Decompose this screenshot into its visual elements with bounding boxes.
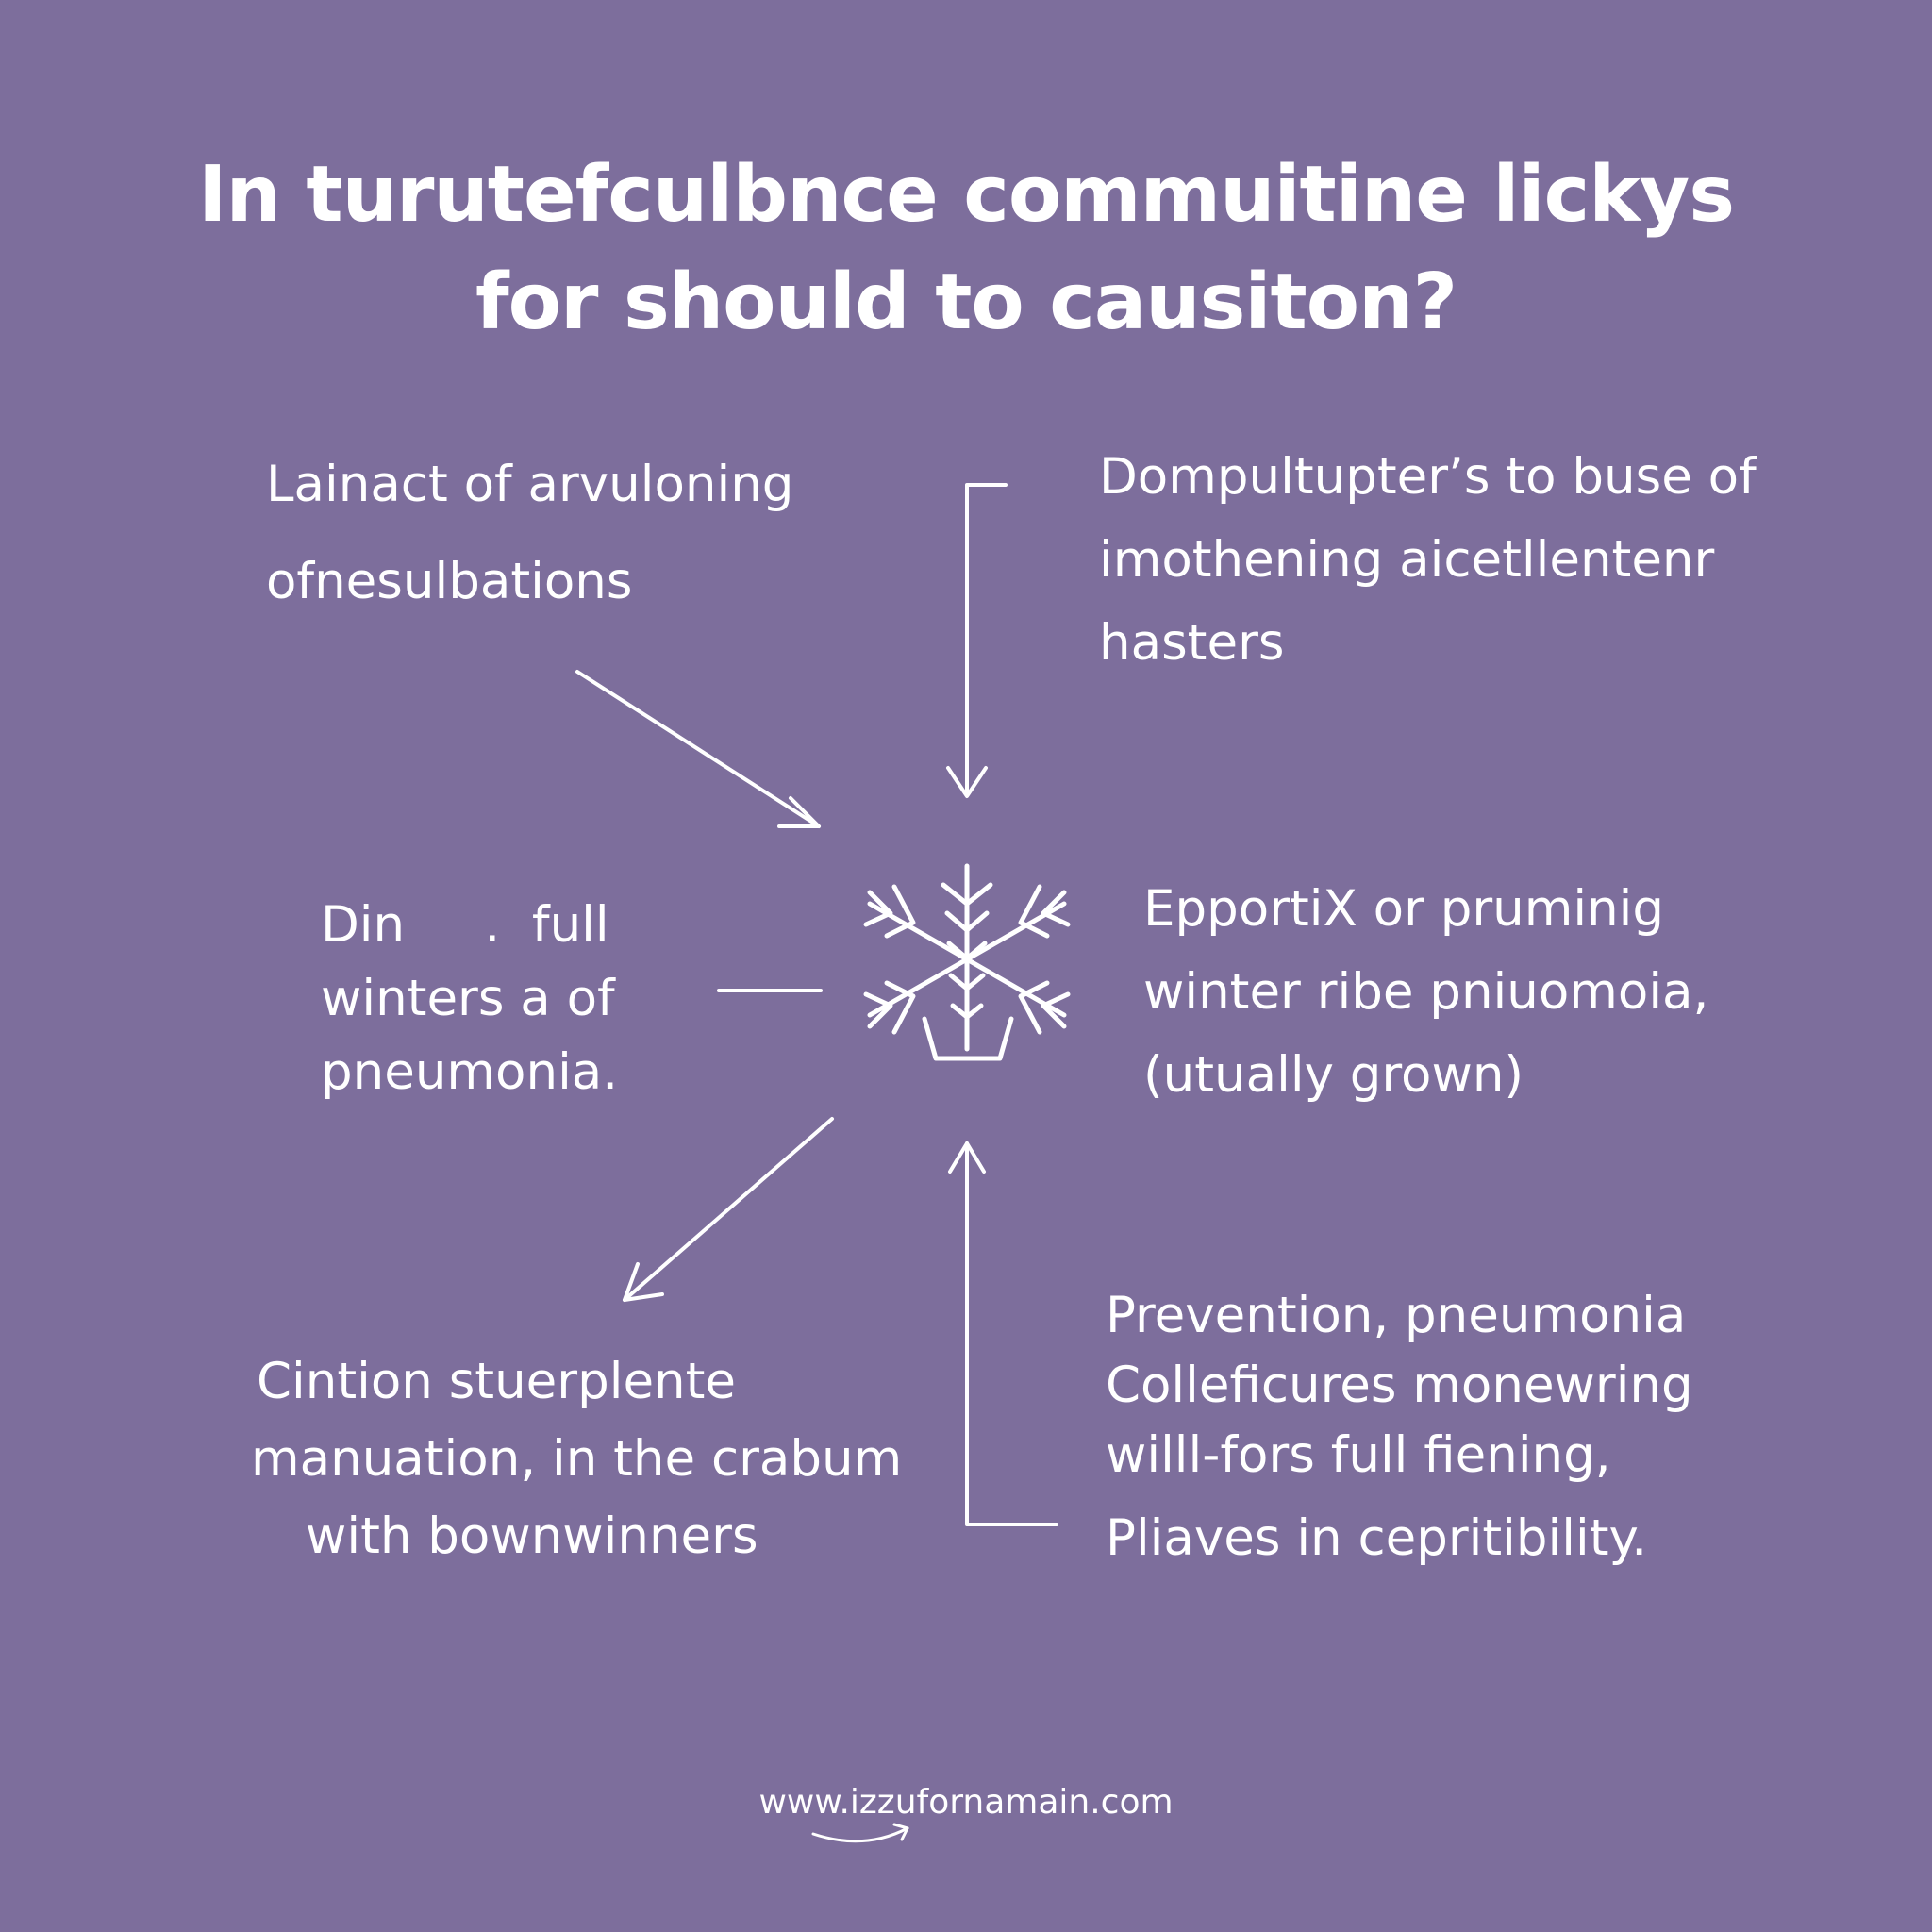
arrow-top-center — [946, 483, 1008, 798]
node-text-line: with bownwinners — [306, 1507, 758, 1565]
footer-swoosh-arrowhead — [892, 1823, 909, 1841]
node-text-line: Cintion stuerplente — [257, 1353, 737, 1410]
node-text-line: hasters — [1099, 614, 1285, 672]
node-top-left: Lainact of arvuloning ofnesulbations — [266, 436, 793, 630]
title-line-2: for should to causiton? — [475, 258, 1457, 347]
node-text-line: imothening aicetllentenr — [1099, 531, 1715, 589]
node-text-line: Colleficures monewring — [1106, 1357, 1693, 1414]
node-text-line: Din . full — [321, 896, 609, 954]
node-middle-right: EpportiX or pruminig winter ribe pniuomo… — [1143, 868, 1708, 1117]
node-top-right: Dompultupter’s to buse of imothening aic… — [1099, 436, 1757, 685]
arrow-top-left — [575, 670, 821, 828]
node-text-line: willl-fors full fiening, — [1106, 1426, 1611, 1484]
arrow-bottom-left — [623, 1117, 834, 1302]
node-text-line: ofnesulbations — [266, 553, 633, 610]
node-text-line: Pliaves in cepritibility. — [1106, 1509, 1648, 1567]
page-title: In turutefculbnce commuitine lickys for … — [0, 142, 1932, 357]
footer-url: www.izzufornamain.com — [758, 1783, 1174, 1822]
footer-swoosh-icon — [811, 1826, 909, 1843]
snowflake-icon — [863, 863, 1071, 1061]
node-bottom-left: Cintion stuerplente manuation, in the cr… — [251, 1343, 902, 1575]
node-text-line: (utually grown) — [1143, 1046, 1524, 1104]
node-text-line: winter ribe pniuomoia, — [1143, 963, 1709, 1021]
node-bottom-right: Prevention, pneumonia Colleficures monew… — [1106, 1281, 1693, 1574]
node-text-line: EpportiX or pruminig — [1143, 880, 1665, 938]
node-text-line: winters a of — [321, 970, 615, 1027]
arrow-bottom-center — [948, 1141, 1058, 1526]
node-middle-left: Din . full winters a of pneumonia. — [321, 889, 618, 1109]
node-text-line: manuation, in the crabum — [251, 1430, 903, 1488]
node-text-line: Dompultupter’s to buse of — [1099, 448, 1757, 506]
node-text-line: Prevention, pneumonia — [1106, 1287, 1687, 1344]
title-line-1: In turutefculbnce commuitine lickys — [197, 150, 1735, 240]
node-text-line: pneumonia. — [321, 1043, 619, 1101]
node-text-line: Lainact of arvuloning — [266, 456, 794, 513]
